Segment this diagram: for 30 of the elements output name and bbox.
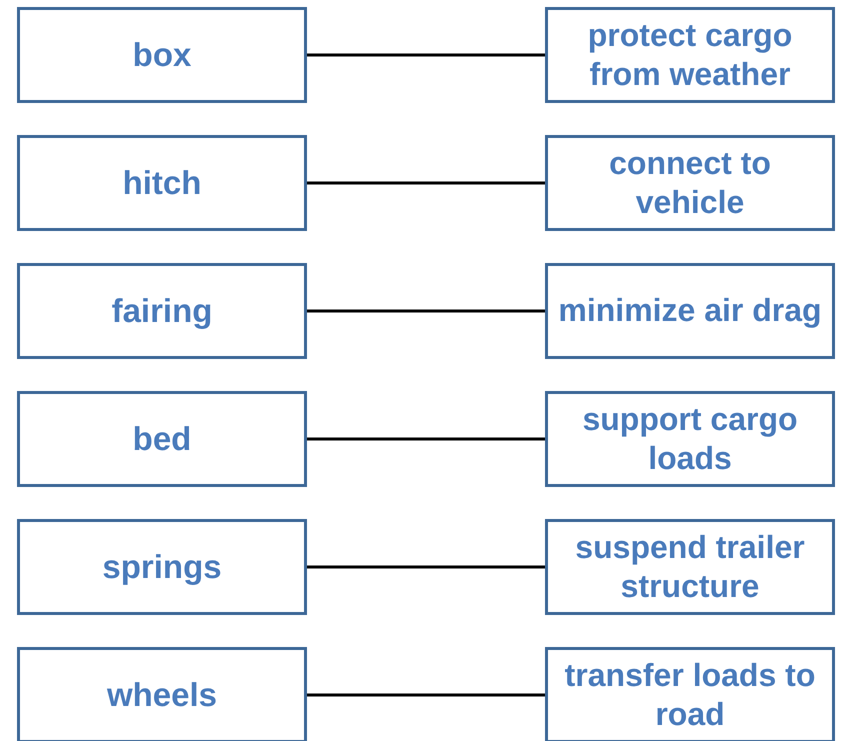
function-box (545, 263, 835, 359)
part-box (17, 263, 307, 359)
part-label: box (132, 34, 192, 75)
function-box (545, 7, 835, 103)
function-box (545, 135, 835, 231)
function-label: suspend trailer structure (574, 528, 806, 606)
function-label: connect to vehicle (608, 144, 772, 222)
function-label: support cargo loads (581, 400, 799, 478)
connector-line (307, 54, 545, 56)
connector-line (307, 310, 545, 312)
part-label: fairing (110, 290, 214, 331)
function-box (545, 519, 835, 615)
function-label: transfer loads to road (564, 656, 816, 734)
connector-line (307, 182, 545, 184)
part-box (17, 391, 307, 487)
function-box (545, 647, 835, 741)
part-box (17, 647, 307, 741)
part-label: wheels (106, 674, 218, 715)
connector-line (307, 438, 545, 440)
connector-line (307, 694, 545, 696)
part-box (17, 7, 307, 103)
function-box (545, 391, 835, 487)
function-label: protect cargo from weather (586, 16, 794, 94)
part-label: hitch (122, 162, 202, 203)
part-box (17, 135, 307, 231)
part-label: springs (101, 546, 223, 587)
function-label: minimize air drag (557, 291, 823, 330)
connector-line (307, 566, 545, 568)
part-label: bed (132, 418, 192, 459)
part-box (17, 519, 307, 615)
